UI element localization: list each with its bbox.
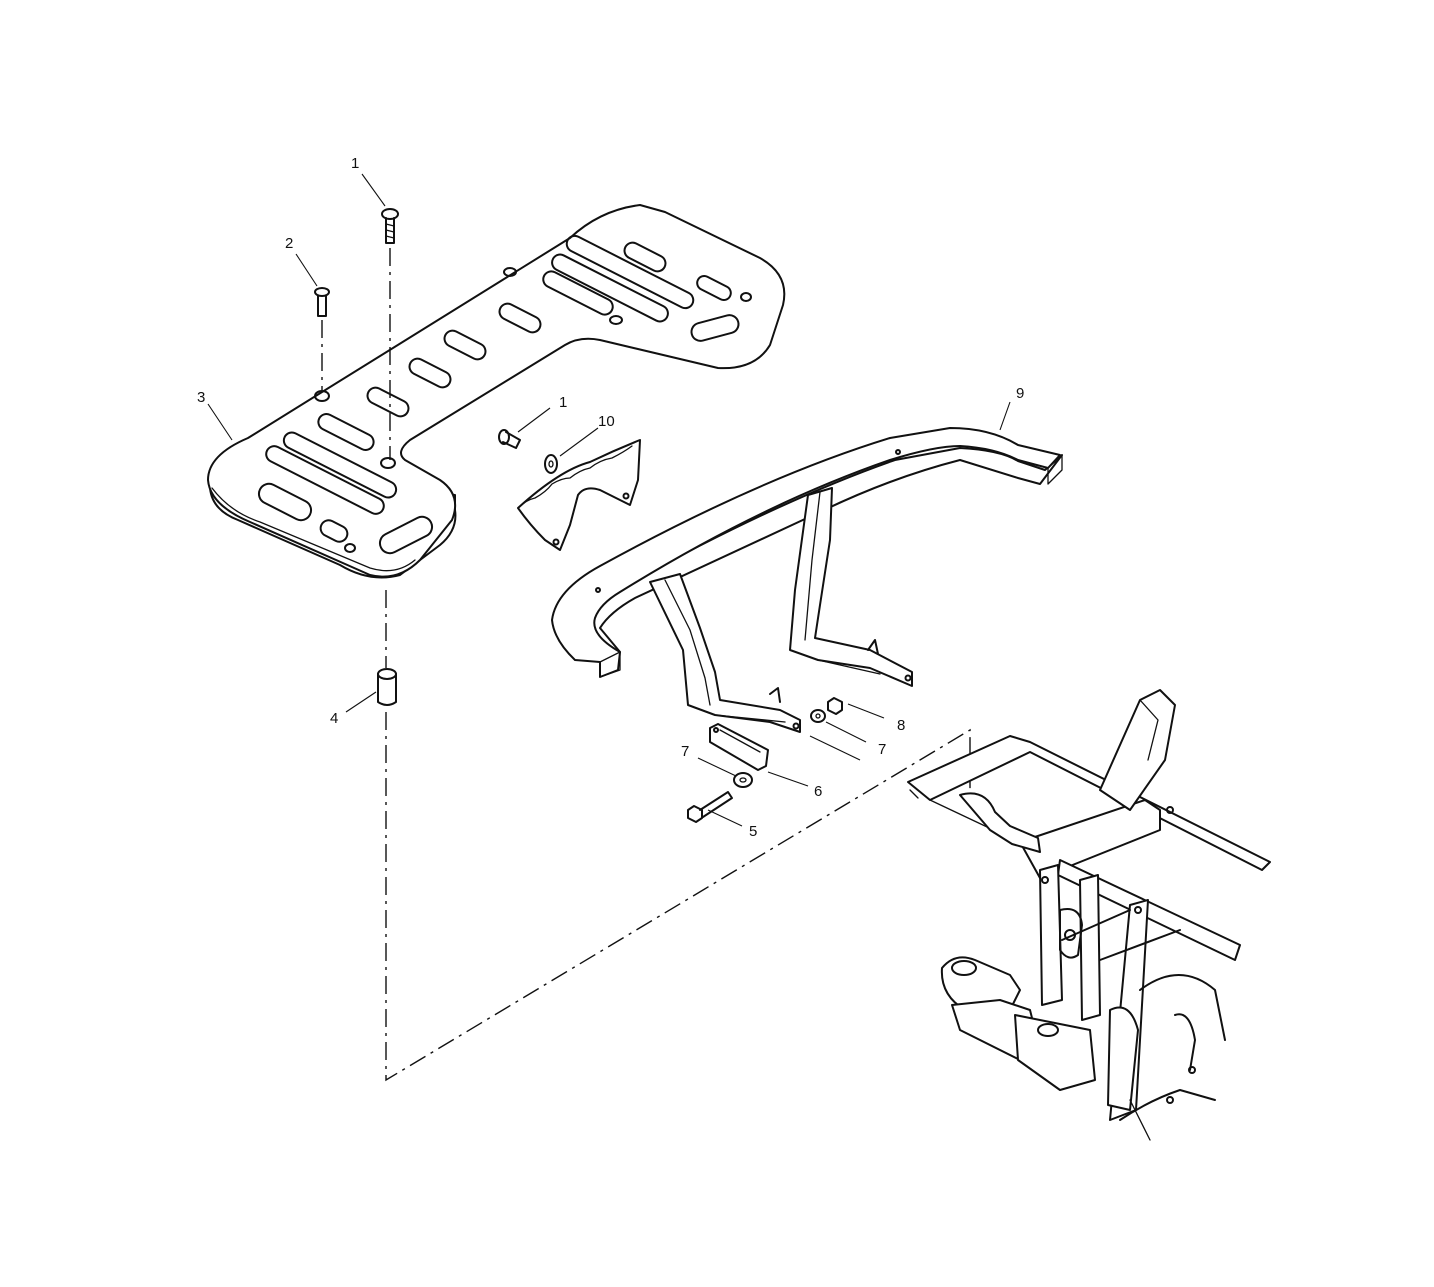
grab-bar-right-leg — [789, 487, 913, 687]
callout-8-nut: 8 — [897, 717, 905, 734]
spacer-4 — [377, 668, 397, 706]
callout-7-washer-upper: 7 — [878, 741, 886, 758]
callout-9-grab-bar: 9 — [1016, 385, 1024, 402]
heat-shield-bracket — [517, 439, 641, 551]
vehicle-frame — [907, 689, 1271, 1141]
callout-3-rack: 3 — [197, 389, 205, 406]
washer-7-lower — [733, 772, 753, 788]
callout-7-washer-lower: 7 — [681, 743, 689, 760]
grab-bar-left-leg — [649, 573, 801, 733]
callout-4-spacer: 4 — [330, 710, 338, 727]
washer-7-upper — [810, 709, 826, 723]
callout-10-washer: 10 — [598, 413, 615, 430]
nut-8 — [827, 697, 843, 715]
callout-6-plate: 6 — [814, 783, 822, 800]
callout-labels: 1 2 3 4 1 10 9 8 7 7 6 5 — [197, 155, 1024, 840]
rack-slots — [257, 234, 740, 555]
bolt-5 — [687, 791, 733, 823]
plate-6 — [709, 723, 769, 771]
bolt-1-small — [498, 429, 521, 449]
rear-rack — [207, 204, 786, 579]
callout-5-bolt: 5 — [749, 823, 757, 840]
washer-10 — [544, 454, 558, 474]
screw-2 — [314, 287, 330, 317]
callout-1-bolt: 1 — [559, 394, 567, 411]
callout-2-screw: 2 — [285, 235, 293, 252]
callout-1-top-screw: 1 — [351, 155, 359, 172]
leader-lines — [207, 173, 1011, 827]
screw-1-top — [381, 208, 399, 244]
